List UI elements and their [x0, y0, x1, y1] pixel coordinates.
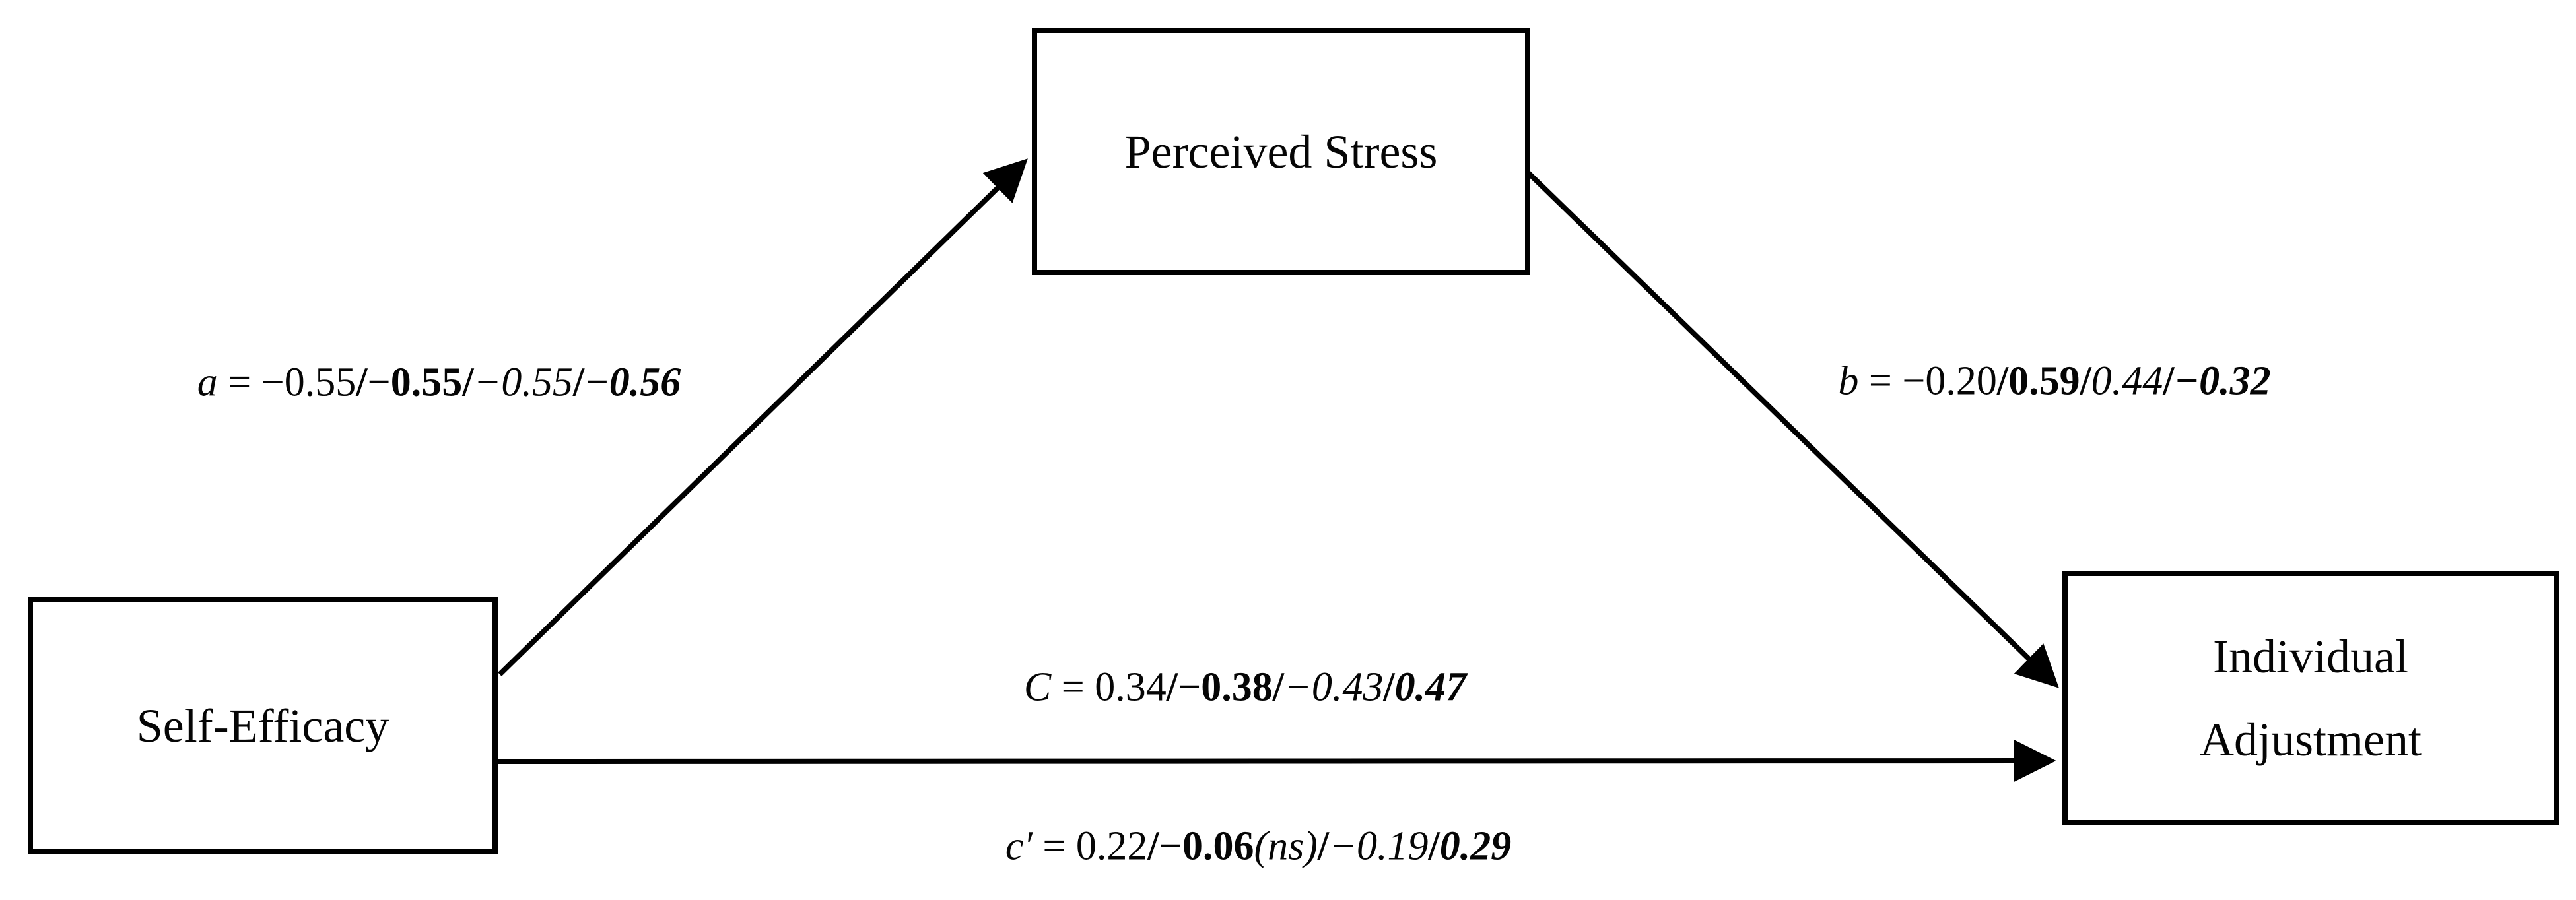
path-c-direct-ns-note: (ns) [1254, 823, 1318, 869]
separator: / [2163, 358, 2175, 404]
node-self-efficacy-label: Self-Efficacy [136, 699, 390, 752]
path-a-equals: = [217, 360, 261, 405]
separator: / [1996, 358, 2009, 404]
separator: / [1383, 664, 1395, 710]
path-c-total-value-3: −0.43 [1284, 664, 1384, 710]
path-b-value-4: −0.32 [2174, 358, 2271, 404]
path-b-letter: b [1838, 358, 1859, 404]
node-individual-adjustment-label: Individual Adjustment [2200, 615, 2422, 781]
separator: / [1272, 664, 1285, 710]
separator: / [462, 360, 474, 405]
separator: / [2080, 358, 2091, 404]
path-c-total-value-1: 0.34 [1095, 664, 1167, 710]
path-c-total-value-4: 0.47 [1394, 664, 1467, 710]
node-self-efficacy: Self-Efficacy [28, 597, 498, 854]
path-b-value-2: 0.59 [2008, 358, 2080, 404]
path-a-coefficients: a = −0.55/−0.55/−0.55/−0.56 [197, 360, 681, 406]
path-c-total-coefficients: C = 0.34/−0.38/−0.43/0.47 [1024, 664, 1466, 711]
path-a-letter: a [197, 360, 218, 405]
node-individual-adjustment-line1: Individual [2213, 629, 2408, 683]
path-c-direct-letter: c′ [1005, 823, 1033, 869]
separator: / [1166, 664, 1178, 710]
path-c-total-letter: C [1023, 664, 1052, 710]
path-c-direct-coefficients: c′ = 0.22/−0.06(ns)/−0.19/0.29 [1005, 823, 1511, 870]
separator: / [356, 360, 368, 405]
path-b-arrow [1502, 147, 2059, 688]
separator: / [572, 360, 585, 405]
path-b-coefficients: b = −0.20/0.59/0.44/−0.32 [1838, 358, 2270, 405]
path-a-value-2: −0.55 [367, 360, 463, 405]
path-a-arrow [498, 158, 1028, 676]
separator: / [1317, 823, 1330, 869]
node-individual-adjustment-line2: Adjustment [2200, 713, 2422, 766]
path-c-direct-value-3: −0.19 [1329, 823, 1429, 869]
path-b-equals: = [1858, 358, 1903, 404]
node-perceived-stress: Perceived Stress [1032, 28, 1530, 275]
path-c-direct-value-2: −0.06 [1159, 823, 1254, 869]
path-c-total-value-2: −0.38 [1177, 664, 1273, 710]
node-perceived-stress-label: Perceived Stress [1124, 125, 1438, 178]
node-individual-adjustment: Individual Adjustment [2062, 571, 2559, 825]
path-b-value-3: 0.44 [2091, 358, 2163, 404]
path-a-value-4: −0.56 [584, 360, 681, 405]
path-c-direct-value-1: 0.22 [1075, 823, 1148, 869]
path-a-value-1: −0.55 [261, 360, 356, 405]
path-c-direct-equals: = [1032, 823, 1076, 869]
path-c-direct-value-4: 0.29 [1439, 823, 1512, 869]
separator: / [1428, 823, 1440, 869]
separator: / [1147, 823, 1159, 869]
path-a-value-3: −0.55 [473, 360, 573, 405]
path-c-total-equals: = [1051, 664, 1095, 710]
path-b-value-1: −0.20 [1902, 358, 1997, 404]
